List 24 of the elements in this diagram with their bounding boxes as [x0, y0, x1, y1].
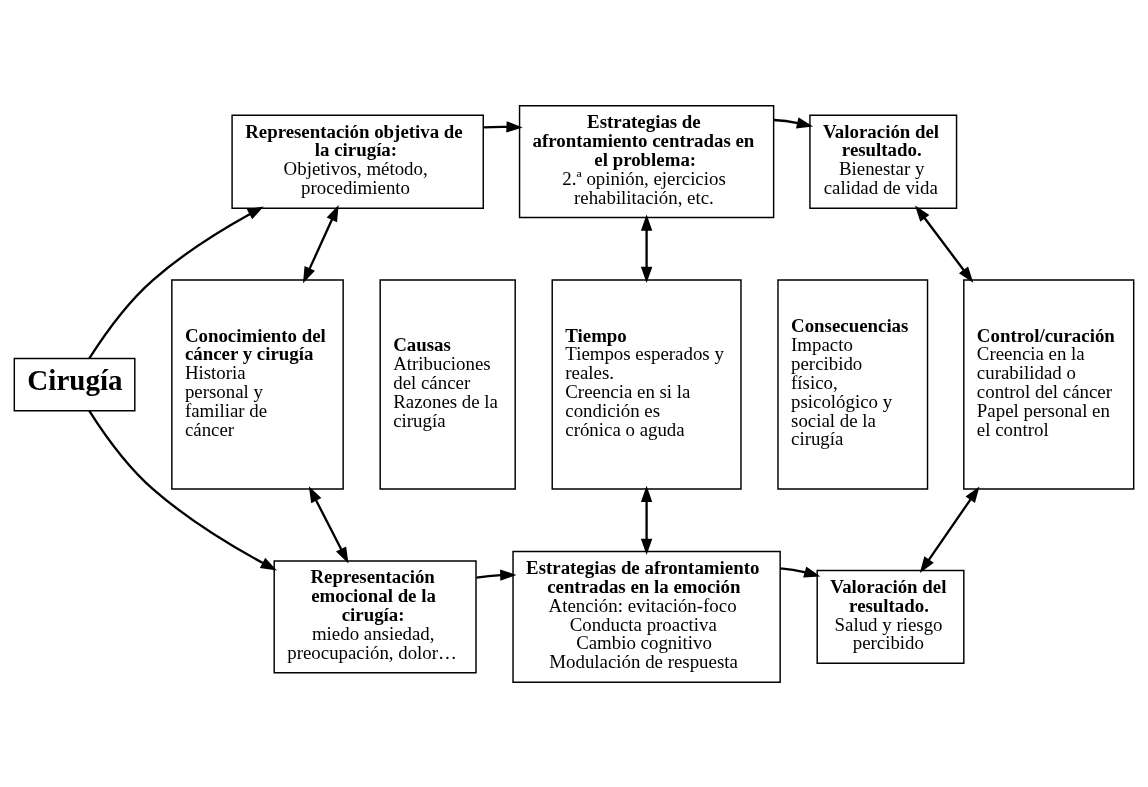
arrow — [88, 205, 264, 359]
node-box: Representación emocional de la cirugía: miedo ansiedad, preocupación, dolor… — [273, 559, 477, 673]
node-box: Consecuencias Impacto percibido físico, psicológico y social de la cirugía — [777, 278, 929, 490]
arrow — [640, 214, 653, 283]
node-box: Control/curación Creencia en la curabilidad o control del cáncer Papel personal en el control — [963, 278, 1135, 490]
node-box: Cirugía — [13, 357, 136, 411]
node-box: Causas Atribuciones del cáncer Razones de la cirugía — [379, 278, 516, 490]
node-box: Valoración del resultado. Salud y riesgo percibido — [816, 569, 965, 664]
arrow — [640, 485, 653, 555]
node-box: Valoración del resultado. Bienestar y calidad de vida — [809, 114, 958, 209]
arrow — [919, 485, 980, 573]
arrow — [88, 409, 277, 571]
arrow — [773, 116, 814, 128]
arrow — [476, 568, 517, 581]
arrow — [915, 204, 974, 283]
arrow — [308, 485, 349, 563]
node-box: Conocimiento del cáncer y cirugía Historia personal y familiar de cáncer — [171, 278, 344, 490]
arrow — [483, 120, 523, 133]
node-box: Estrategias de afrontamiento centradas en la emoción Atención: evitación-foco Conducta proactiva Cambio cognitivo Modulación de respuesta — [512, 550, 781, 683]
node-box: Estrategias de afrontamiento centradas en el problema: 2.ª opinión, ejercicios rehabilitación, etc. — [518, 104, 775, 218]
arrow — [780, 566, 821, 578]
node-box: Tiempo Tiempos esperados y reales. Creencia en si la condición es crónica o aguda — [551, 278, 742, 490]
arrow — [303, 204, 339, 283]
node-box: Representación objetiva de la cirugía: Objetivos, método, procedimiento — [231, 114, 484, 209]
